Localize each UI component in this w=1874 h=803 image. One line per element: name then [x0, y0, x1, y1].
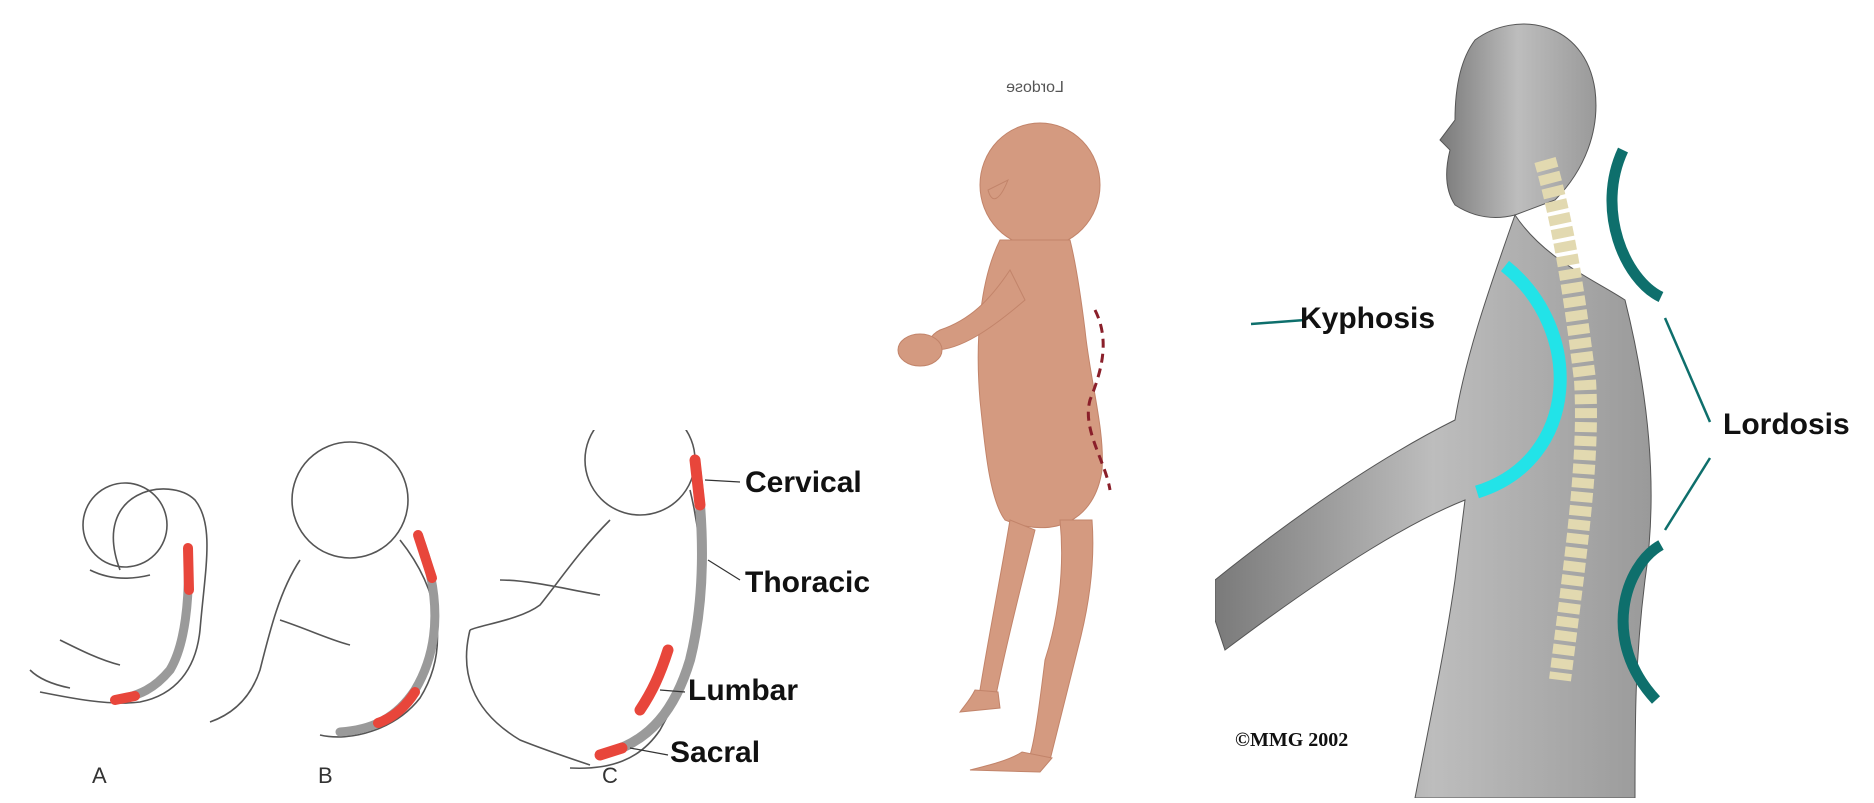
adult-panel: Kyphosis Lordosis ©MMG 2002 [1214, 0, 1874, 799]
infant-c-curve-sacral [594, 742, 628, 761]
fetus-a-curve-cervical [183, 543, 194, 595]
kyphosis-text: Kyphosis [1300, 302, 1435, 335]
lordosis-label: Lordosis [1723, 408, 1850, 441]
fetus-b-spine [335, 530, 440, 737]
toddler-figure: Lordose [897, 79, 1112, 773]
adult-body [1214, 23, 1652, 799]
infant-c-spine [605, 455, 707, 757]
stage-a-label: A [92, 763, 107, 788]
fetal-spine-panel: A B C Cervical [0, 404, 880, 798]
fetus-b-curve-cervical [413, 530, 437, 583]
lordosis-curve-lower [1617, 540, 1664, 704]
fetus-a-figure [29, 482, 208, 704]
leader-lines [629, 479, 741, 756]
toddler-body [897, 122, 1103, 773]
infant-c-curve-cervical [689, 454, 706, 511]
fetus-a-spine [110, 545, 193, 705]
lumbar-label: Lumbar [688, 674, 798, 707]
toddler-panel: Lordose [880, 0, 1180, 798]
kyphosis-curve [1475, 260, 1567, 499]
copyright-text: ©MMG 2002 [1235, 729, 1348, 751]
lordosis-curve-upper [1606, 147, 1664, 302]
mirrored-caption: Lordose [1006, 79, 1064, 96]
sacral-label: Sacral [670, 736, 760, 769]
infant-c-curve-lumbar [634, 644, 674, 716]
kyphosis-leader [1250, 318, 1306, 326]
fetal-spine-figure: A B C Cervical [29, 404, 870, 788]
adult-spine [1534, 156, 1597, 682]
adult-figure: Kyphosis Lordosis ©MMG 2002 [1214, 23, 1850, 799]
kyphosis-label-overlay: Kyphosis [1300, 302, 1435, 335]
fetus-b-figure [209, 441, 439, 738]
toddler-spine-dashed [1086, 309, 1112, 491]
fetus-a-curve-sacral [110, 691, 140, 705]
fetus-b-curve-lumbar [373, 687, 420, 728]
lordosis-leaders [1663, 317, 1712, 531]
stage-c-label: C [602, 763, 618, 788]
stage-b-label: B [318, 763, 333, 788]
thoracic-label: Thoracic [745, 566, 870, 599]
cervical-label: Cervical [745, 466, 862, 499]
